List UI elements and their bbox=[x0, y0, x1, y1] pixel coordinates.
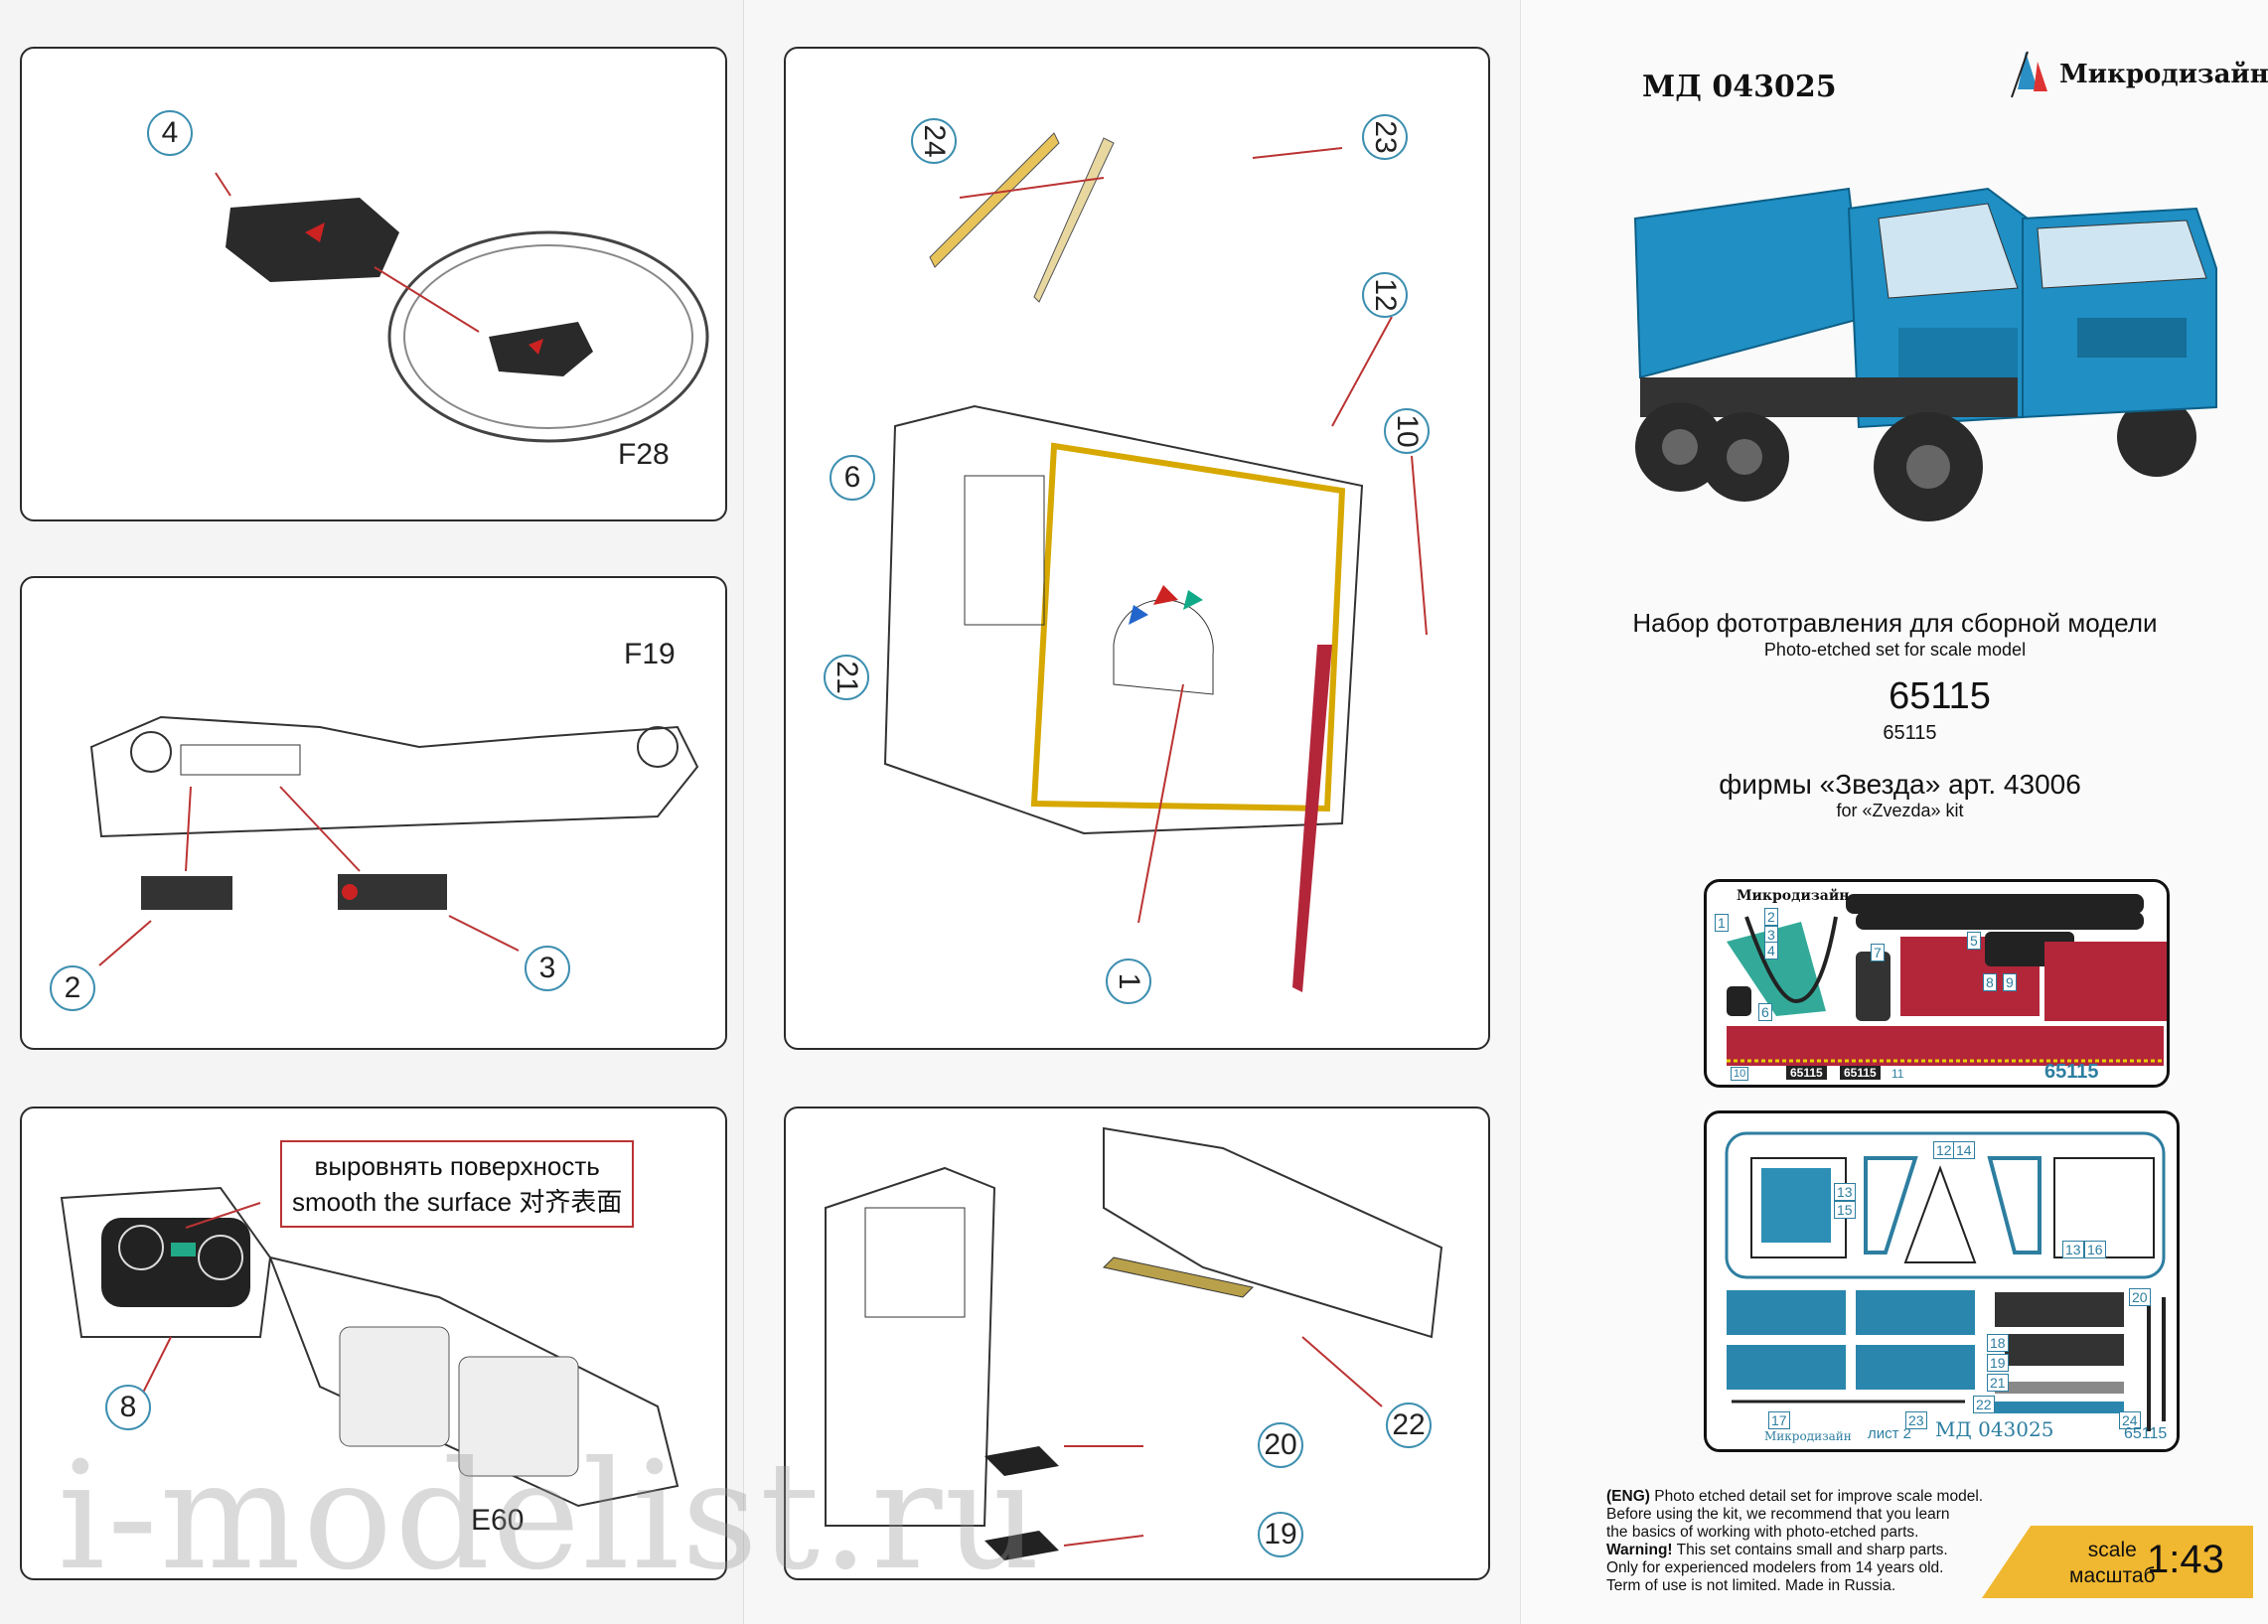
cab-front-panel: 24 23 12 10 6 21 1 bbox=[784, 47, 1490, 1050]
part-tag: 24 bbox=[2119, 1411, 2141, 1429]
scale-badge: scale масштаб 1:43 bbox=[1982, 1526, 2253, 1598]
part-tag: 17 bbox=[1768, 1411, 1790, 1429]
callout-20: 20 bbox=[1258, 1422, 1303, 1468]
kamaz-truck-photo bbox=[1633, 187, 2217, 521]
fret-1-model: 65115 bbox=[2044, 1061, 2099, 1083]
disclaimer-text: (ENG) Photo etched detail set for improv… bbox=[1606, 1488, 1983, 1595]
part-tag: 8 bbox=[1983, 973, 1997, 991]
brand-name: Микродизайн bbox=[2059, 60, 2268, 89]
part-tag: 14 bbox=[1953, 1141, 1975, 1159]
callout-3: 3 bbox=[525, 946, 570, 991]
fret-2-model: 65115 bbox=[2124, 1425, 2168, 1442]
fret-1-brand: Микродизайн bbox=[1737, 888, 1850, 904]
disclaimer-line: Before using the kit, we recommend that … bbox=[1606, 1506, 1950, 1523]
part-tag: 10 bbox=[1731, 1067, 1749, 1081]
kit-ru: фирмы «Звезда» арт. 43006 bbox=[1719, 769, 2081, 800]
part-tag: 16 bbox=[2084, 1241, 2106, 1258]
part-tag: 12 bbox=[1933, 1141, 1955, 1159]
instruction-page-cover: МД 043025 Микродизайн Набор фототравлени… bbox=[1520, 0, 2268, 1624]
brand-logo: Микродизайн bbox=[2008, 50, 2268, 99]
part-tag: 19 bbox=[1987, 1354, 2009, 1372]
scale-label-en: scale bbox=[2087, 1539, 2137, 1561]
part-tag: 23 bbox=[1905, 1411, 1927, 1429]
scale-value: 1:43 bbox=[2147, 1538, 2224, 1581]
title-ru: Набор фототравления для сборной модели bbox=[1632, 608, 2158, 638]
part-tag: 20 bbox=[2129, 1288, 2151, 1306]
part-tag: 2 bbox=[1764, 908, 1778, 926]
part-tag: 6 bbox=[1758, 1003, 1772, 1021]
warning-label: Warning! bbox=[1606, 1542, 1673, 1558]
note-en-cn: smooth the surface 对齐表面 bbox=[292, 1187, 623, 1217]
photo-etch-fret-1: Микродизайн 1 2 3 4 5 6 7 8 9 10 11 6511… bbox=[1704, 879, 2170, 1088]
fret-2-article: МД 043025 bbox=[1935, 1417, 2054, 1441]
part-tag: 18 bbox=[1987, 1334, 2009, 1352]
callout-23: 23 bbox=[1362, 114, 1408, 160]
part-tag: 4 bbox=[1764, 942, 1778, 960]
callout-21: 21 bbox=[824, 655, 869, 700]
kit-en: for «Zvezda» kit bbox=[1836, 801, 1964, 820]
part-tag: 21 bbox=[1987, 1374, 2009, 1392]
instrument-panel: выровнять поверхность smooth the surface… bbox=[20, 1107, 727, 1580]
photo-etch-fret-2: 12 14 13 15 13 16 20 18 19 21 22 17 23 2… bbox=[1704, 1110, 2180, 1452]
steering-wheel-drawing bbox=[215, 172, 709, 443]
callout-8: 8 bbox=[105, 1385, 151, 1430]
disclaimer-line: the basics of working with photo-etched … bbox=[1606, 1524, 1919, 1541]
disclaimer-line: Only for experienced modelers from 14 ye… bbox=[1606, 1559, 1944, 1576]
dashboard-drawing bbox=[89, 715, 699, 966]
steering-wheel-panel: 4 F28 bbox=[20, 47, 727, 521]
eng-label: (ENG) bbox=[1606, 1488, 1650, 1505]
scale-labels: scale масштаб bbox=[2069, 1538, 2156, 1589]
kit-part-reference: F28 bbox=[618, 438, 670, 471]
callout-10: 10 bbox=[1384, 408, 1430, 454]
cab-side-drawing bbox=[825, 1126, 1443, 1560]
watermark: i-modelist.ru bbox=[58, 1430, 1043, 1603]
model-sub: 65115 bbox=[1883, 722, 1937, 744]
callout-12: 12 bbox=[1362, 272, 1408, 318]
part-tag: 13 bbox=[1834, 1183, 1856, 1201]
part-tag: 22 bbox=[1973, 1396, 1995, 1413]
plate-label: 65115 bbox=[1840, 1066, 1881, 1080]
note-ru: выровнять поверхность bbox=[314, 1151, 600, 1181]
part-tag: 7 bbox=[1871, 944, 1885, 961]
cab-front-drawing bbox=[883, 132, 1428, 992]
callout-2: 2 bbox=[50, 965, 95, 1011]
cab-side-panel: 20 22 19 bbox=[784, 1107, 1490, 1580]
disclaimer-line: Term of use is not limited. Made in Russ… bbox=[1606, 1577, 1896, 1594]
model-main: 65115 bbox=[1889, 675, 1991, 717]
kit-part-reference: E60 bbox=[471, 1504, 525, 1537]
dashboard-panel: F19 2 3 bbox=[20, 576, 727, 1050]
sail-logo-icon bbox=[2011, 51, 2047, 98]
scale-label-ru: масштаб bbox=[2069, 1564, 2156, 1587]
fret-2-sheet: лист 2 bbox=[1868, 1425, 1912, 1442]
callout-6: 6 bbox=[830, 455, 875, 501]
instrument-cluster-drawing bbox=[60, 1186, 680, 1508]
instruction-page-middle: 24 23 12 10 6 21 1 20 22 19 bbox=[743, 0, 1521, 1624]
smooth-surface-note: выровнять поверхность smooth the surface… bbox=[280, 1140, 635, 1228]
fret-2-parts bbox=[1725, 1131, 2166, 1431]
disclaimer-line: This set contains small and sharp parts. bbox=[1676, 1542, 1948, 1558]
callout-4: 4 bbox=[147, 110, 193, 156]
part-tag: 13 bbox=[2062, 1241, 2084, 1258]
fret-2-brand: Микродизайн bbox=[1764, 1429, 1852, 1443]
kit-part-reference: F19 bbox=[624, 638, 676, 670]
part-tag: 5 bbox=[1967, 932, 1981, 950]
title-en: Photo-etched set for scale model bbox=[1763, 640, 2027, 660]
plate-label: 65115 bbox=[1786, 1066, 1827, 1080]
part-tag: 9 bbox=[2003, 973, 2017, 991]
callout-1: 1 bbox=[1106, 959, 1151, 1004]
article-number: МД 043025 bbox=[1642, 70, 1837, 104]
part-tag: 1 bbox=[1715, 914, 1729, 932]
instruction-page-left: 4 F28 F19 2 3 bbox=[0, 0, 743, 1624]
fret-1-parts bbox=[1727, 894, 2167, 1066]
callout-19: 19 bbox=[1258, 1512, 1303, 1557]
part-tag: 15 bbox=[1834, 1201, 1856, 1219]
callout-24: 24 bbox=[911, 118, 957, 164]
callout-22: 22 bbox=[1386, 1403, 1432, 1448]
disclaimer-line: Photo etched detail set for improve scal… bbox=[1654, 1488, 1984, 1505]
part-tag: 11 bbox=[1891, 1067, 1904, 1081]
